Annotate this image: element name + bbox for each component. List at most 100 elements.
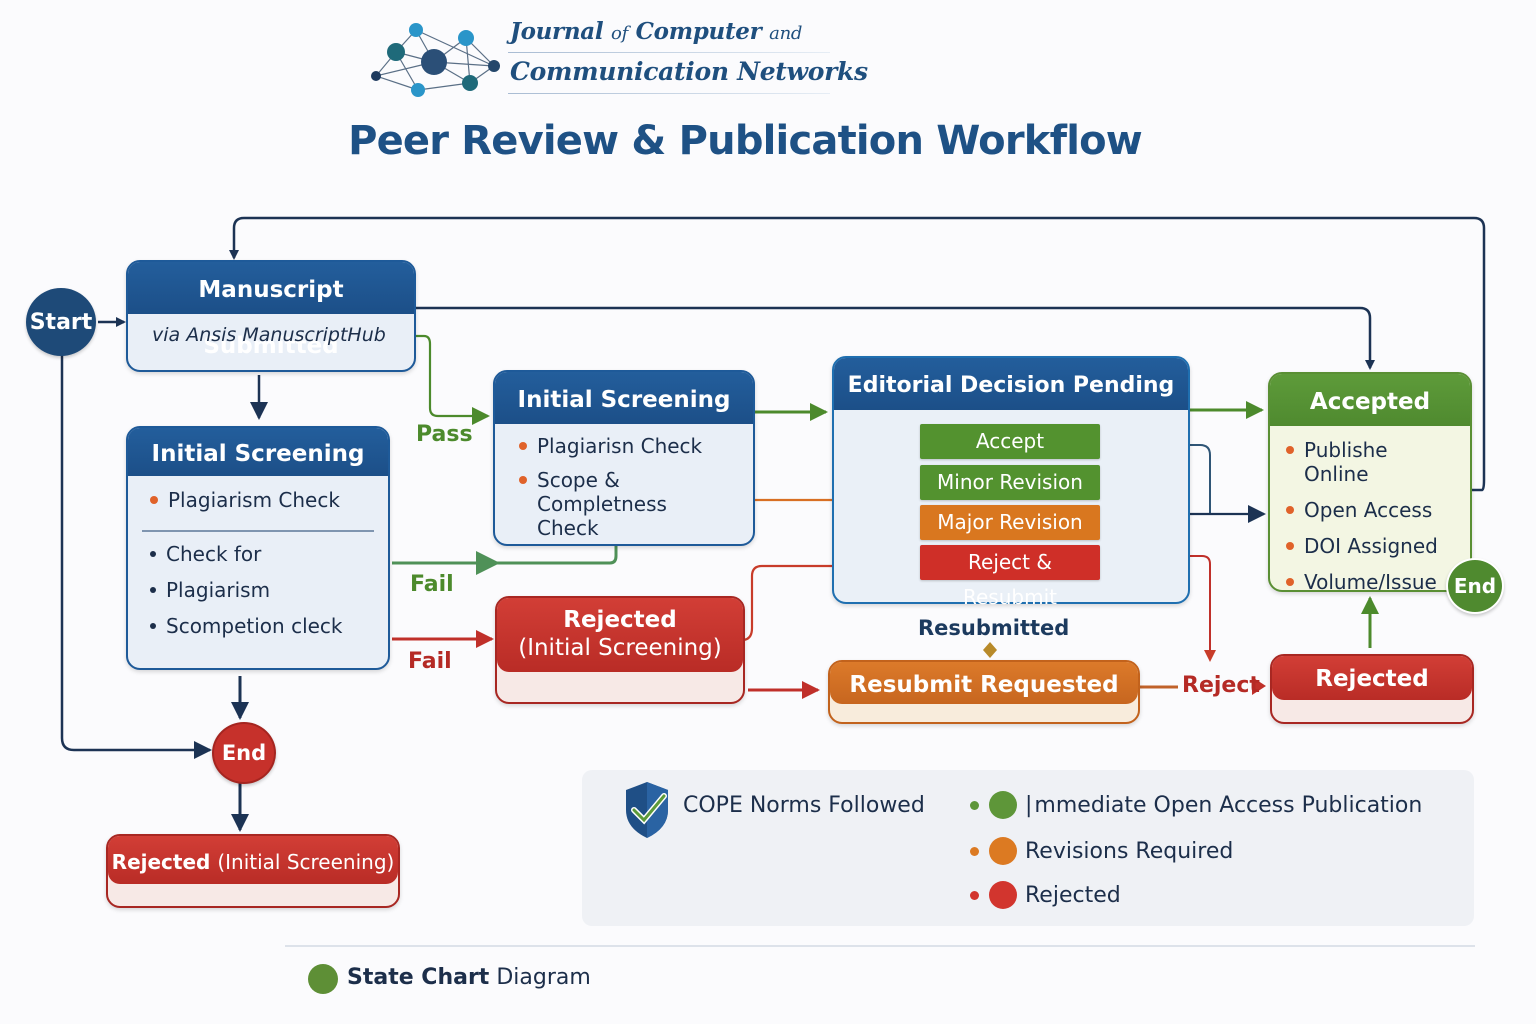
bullet-dot [1286, 542, 1294, 550]
item-text: Scope &Completness Check [537, 468, 733, 540]
bullet-dot [519, 476, 527, 484]
decision-accept[interactable]: Accept [920, 424, 1100, 459]
diagram-type-rest: Diagram [496, 965, 591, 990]
bullet-dot [1286, 506, 1294, 514]
journal-word: Computer [635, 18, 762, 45]
state-manuscript-submitted[interactable]: Manuscript Submitted via Ansis Manuscrip… [126, 260, 416, 372]
bullet-dot [1286, 446, 1294, 454]
state-title: Rejected [1272, 656, 1472, 700]
bullet-dot [150, 623, 156, 629]
item-text-line: Completness Check [537, 492, 667, 540]
legend-label: Revisions Required [1025, 838, 1234, 864]
bullet-dot [150, 587, 156, 593]
item-text: Plagiarism [166, 578, 271, 602]
legend-cursor-bar: | [1025, 792, 1033, 818]
shield-check-icon [626, 782, 668, 838]
diagram-type-bold: State Chart [347, 965, 490, 990]
legend-dot-small [970, 846, 979, 856]
item-text: Scompetion cleck [166, 614, 343, 638]
list-item: Open Access [1282, 498, 1458, 522]
legend-dot [989, 837, 1017, 865]
journal-word: Journal [510, 18, 604, 45]
transition-label-resubmitted: Resubmitted [918, 616, 1070, 640]
state-rejected[interactable]: Rejected [1270, 654, 1474, 724]
list-item: Scompetion cleck [146, 614, 370, 638]
legend-dot-small [970, 800, 979, 810]
end-node-accepted[interactable]: End [1446, 558, 1504, 614]
end-node[interactable]: End [212, 722, 276, 784]
state-chart-badge-icon [308, 964, 338, 994]
legend-label: Rejected [1025, 882, 1121, 908]
legend-item-rejected: Rejected [970, 881, 1121, 909]
item-text: DOI Assigned [1304, 534, 1438, 558]
item-text: Plagiarisn Check [537, 434, 703, 458]
state-title-line: (Initial Screening) [518, 635, 722, 661]
state-title: Initial Screening [495, 372, 753, 424]
state-title-line: Rejected [563, 607, 677, 633]
list-item: Plagiarisn Check [515, 434, 733, 458]
item-text: Check for [166, 542, 262, 566]
arrow-fail-green [392, 544, 618, 565]
legend-label: mmediate Open Access Publication [1034, 792, 1423, 818]
state-title: Rejected (Initial Screening) [108, 836, 398, 884]
state-title-main: Rejected [111, 850, 211, 874]
state-title: Initial Screening [128, 428, 388, 476]
state-title: Resubmit Requested [830, 662, 1138, 704]
state-title: Editorial Decision Pending [834, 358, 1188, 410]
bullet-dot [150, 496, 158, 504]
journal-name-line-1: Journal of Computer and [510, 18, 802, 45]
legend-cope: COPE Norms Followed [683, 793, 925, 818]
start-label: Start [29, 309, 93, 335]
decision-reject-resubmit[interactable]: Reject & Resubmit [920, 545, 1100, 609]
state-title: Manuscript Submitted [128, 262, 414, 359]
state-resubmit-requested[interactable]: Resubmit Requested [828, 660, 1140, 724]
item-text-line: Scope & [537, 468, 620, 492]
legend-panel [582, 770, 1474, 926]
state-rejected-initial-screening[interactable]: Rejected (Initial Screening) [495, 596, 745, 704]
start-node[interactable]: Start [26, 288, 96, 356]
journal-logo-network-icon [371, 23, 500, 97]
item-text: Publishe Online [1304, 438, 1388, 486]
decision-major-revision[interactable]: Major Revision [920, 505, 1100, 540]
transition-label-fail-green: Fail [410, 572, 454, 597]
legend-item-open-access: | mmediate Open Access Publication [970, 791, 1422, 819]
journal-word: of [611, 23, 628, 44]
transition-label-pass: Pass [416, 422, 473, 447]
legend-dot [989, 881, 1017, 909]
journal-divider [508, 93, 830, 94]
journal-name-line-2: Communication Networks [510, 57, 868, 86]
decision-minor-revision[interactable]: Minor Revision [920, 465, 1100, 500]
item-text: Plagiarism Check [168, 488, 340, 512]
list-item: Check for [146, 542, 370, 566]
state-rejected-initial-screening-final[interactable]: Rejected (Initial Screening) [106, 834, 400, 908]
journal-divider [508, 52, 830, 53]
bullet-dot [1286, 578, 1294, 586]
state-accepted[interactable]: Accepted Publishe Online Open Access DOI… [1268, 372, 1472, 592]
list-item: Scope &Completness Check [515, 468, 733, 540]
transition-label-reject: Reject [1182, 673, 1260, 698]
list-item: DOI Assigned [1282, 534, 1458, 558]
state-subtitle: via Ansis ManuscriptHub [152, 324, 386, 346]
state-initial-screening-mid[interactable]: Initial Screening Plagiarisn Check Scope… [493, 370, 755, 546]
state-initial-screening-left[interactable]: Initial Screening Plagiarism Check Check… [126, 426, 390, 670]
list-item: Plagiarism Check [146, 488, 370, 512]
legend-dot [989, 791, 1017, 819]
legend-item-revisions: Revisions Required [970, 837, 1233, 865]
diagram-type-label: State Chart Diagram [347, 965, 591, 990]
item-text: Volume/Issue [1304, 570, 1437, 592]
end-label: End [221, 741, 267, 765]
item-text: Open Access [1304, 498, 1433, 522]
legend-dot-small [970, 890, 979, 900]
section-divider [142, 530, 374, 532]
bullet-dot [150, 551, 156, 557]
state-title-paren: (Initial Screening) [217, 850, 395, 874]
list-item: Volume/Issue [1282, 570, 1458, 592]
transition-label-fail-red: Fail [408, 649, 452, 674]
bullet-dot [519, 442, 527, 450]
resubmitted-diamond-icon [983, 642, 997, 658]
state-title: Rejected (Initial Screening) [497, 598, 743, 672]
journal-word: and [769, 23, 803, 44]
list-item: Plagiarism [146, 578, 370, 602]
state-title: Accepted [1270, 374, 1470, 426]
page-title: Peer Review & Publication Workflow [348, 118, 1143, 164]
